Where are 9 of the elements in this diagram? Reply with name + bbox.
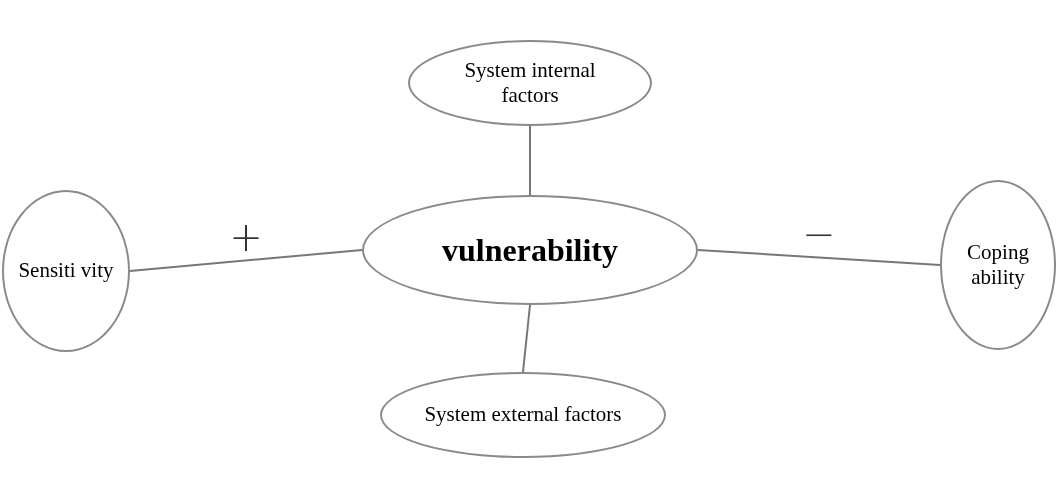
node-label: Sensiti vity <box>18 258 114 284</box>
node-label: Coping ability <box>966 239 1030 291</box>
node-label: vulnerability <box>442 230 618 270</box>
connector-line <box>129 249 363 272</box>
node-label: System internal factors <box>463 57 597 109</box>
connector-line <box>529 125 531 196</box>
connector-line <box>522 304 531 373</box>
connector-line <box>697 249 941 266</box>
node-label: System external factors <box>424 402 622 428</box>
